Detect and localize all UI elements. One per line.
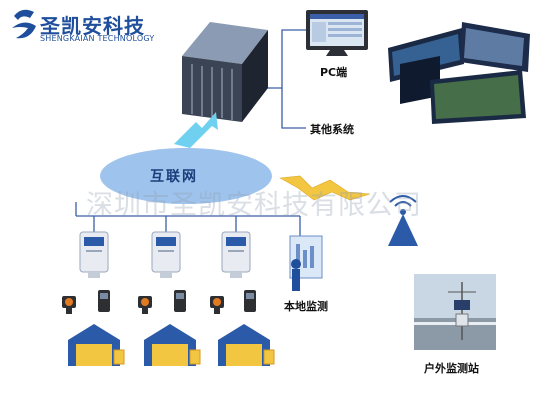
network-tree — [75, 202, 301, 236]
sensor-devices — [62, 290, 256, 314]
brand-name-en: SHENGKAIAN TECHNOLOGY — [40, 34, 155, 43]
controller-devices — [79, 231, 251, 278]
logo-mark — [12, 9, 36, 39]
outdoor-station-photo — [414, 274, 496, 350]
pc-monitor-icon — [306, 10, 368, 56]
internet-label: 互联网 — [150, 169, 198, 185]
brand-name-cn: 圣凯安科技 — [40, 14, 145, 38]
local-monitor-label: 本地监测 — [284, 300, 328, 313]
outdoor-station-label: 户外监测站 — [424, 362, 479, 375]
local-monitor-icon — [289, 235, 323, 291]
pc-label: PC端 — [320, 66, 348, 79]
antenna-tower-icon — [388, 195, 418, 246]
server-rack — [182, 22, 268, 122]
watermark-text: 深圳市圣凯安科技有限公司 — [86, 190, 422, 221]
warehouse-icons — [68, 324, 275, 366]
wireless-signal — [279, 175, 371, 201]
upload-arrow — [174, 112, 218, 148]
internet-cloud — [100, 148, 272, 204]
other-systems-label: 其他系统 — [310, 123, 354, 136]
dashboard-screens — [388, 22, 530, 124]
